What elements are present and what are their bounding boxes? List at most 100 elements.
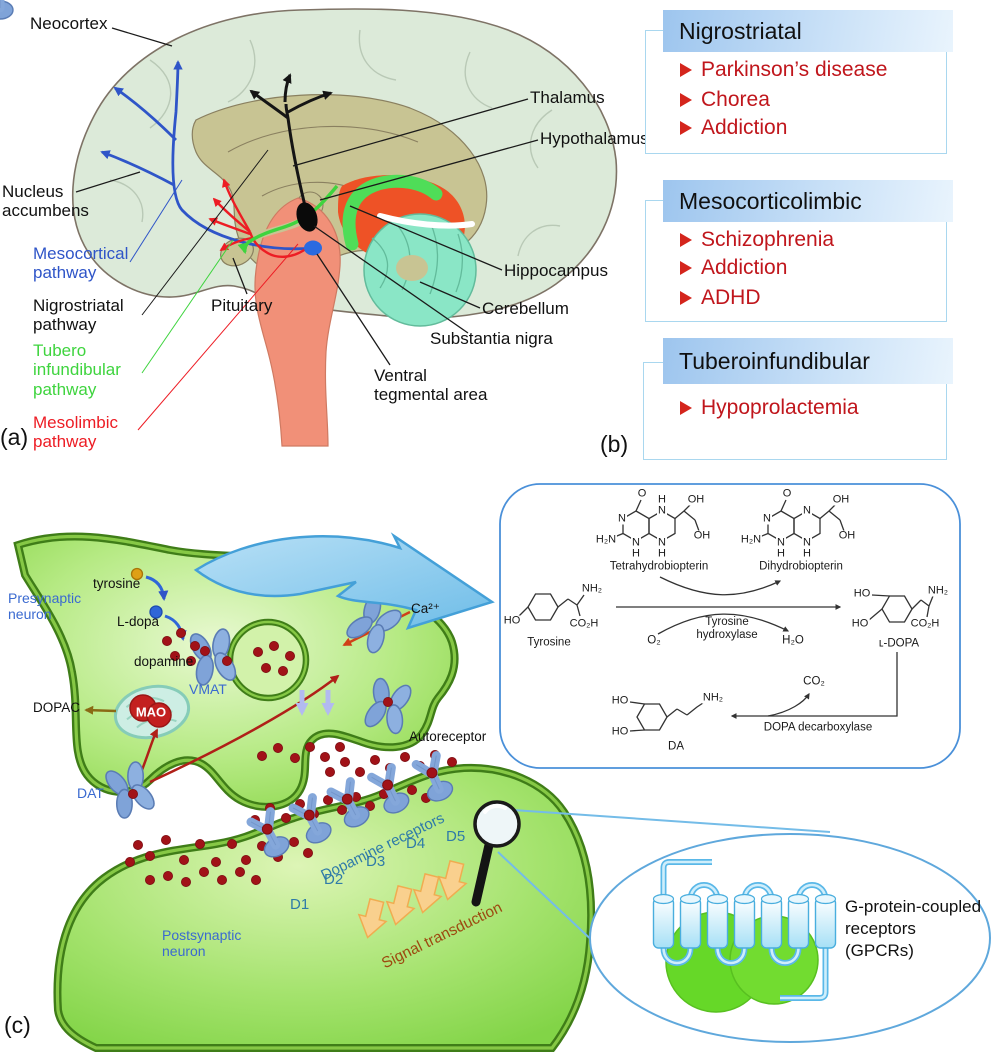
label-nucleus-accumbens: Nucleus accumbens (2, 182, 89, 221)
reaction-arrows (616, 576, 898, 719)
label-autoreceptor: Autoreceptor (409, 729, 487, 744)
label-thalamus: Thalamus (530, 88, 605, 107)
mesocorticolimbic-box-header: Mesocorticolimbic (663, 180, 953, 222)
panel-c-tag: (c) (4, 1012, 31, 1038)
zoom-cone-line (497, 851, 599, 947)
label-hypothalamus: Hypothalamus (540, 129, 649, 148)
label-o2: O₂ (647, 634, 661, 647)
label-mao: MAO (135, 704, 167, 720)
arrow-bullet-icon (680, 291, 692, 305)
label-presynaptic-neuron: Presynaptic neuron (8, 590, 82, 622)
atom-label: OH (831, 493, 851, 506)
atom-label: H (657, 547, 667, 560)
disease-item: Parkinson’s disease (680, 58, 887, 82)
atom-label: N (762, 512, 772, 525)
atom-label: H (657, 493, 667, 506)
arrow-bullet-icon (680, 233, 692, 247)
atom-label: N (657, 536, 667, 549)
label-postsynaptic-neuron: Postsynaptic neuron (162, 927, 242, 959)
arrow-bullet-icon (680, 401, 692, 415)
label-dopamine: dopamine (134, 654, 194, 669)
label-tyrosine-compound: Tyrosine (527, 636, 571, 649)
ldopa-molecule-dot (149, 605, 163, 619)
label-d2: D2 (324, 871, 344, 888)
recycling-arrow (149, 674, 340, 784)
atom-label: HO (502, 614, 522, 627)
atom-label: N (802, 504, 812, 517)
label-ventral-tegmental-area: Ventral tegmental area (374, 366, 488, 405)
label-co2: CO₂ (803, 675, 825, 688)
label-dihydrobiopterin: Dihydrobiopterin (759, 560, 843, 573)
label-mesolimbic-pathway: Mesolimbic pathway (33, 413, 119, 452)
arrow-bullet-icon (680, 261, 692, 275)
label-dopac: DOPAC (33, 700, 81, 715)
atom-label: HO (610, 725, 630, 738)
dopac-arrow (84, 705, 117, 715)
label-mesocortical-pathway: Mesocortical pathway (33, 244, 129, 283)
disease-item: Addiction (680, 256, 787, 280)
ventral-tegmental-area-shape (304, 240, 322, 256)
label-gpcr: G-protein-coupled receptors (GPCRs) (845, 897, 982, 961)
label-pituitary: Pituitary (211, 296, 273, 315)
dopamine-molecule-dots (125, 628, 457, 888)
mesolimbic-pathway-arrows (208, 178, 311, 258)
atom-label: H (631, 547, 641, 560)
nigrostriatal-pathway-arrows (249, 73, 333, 215)
arrow-bullet-icon (680, 121, 692, 135)
atom-label: N (802, 536, 812, 549)
label-nigrostriatal-pathway: Nigrostriatal pathway (33, 296, 124, 335)
tuberoinfundibular-box-header: Tuberoinfundibular (663, 338, 953, 384)
atom-label: N (776, 536, 786, 549)
disease-item: Addiction (680, 116, 787, 140)
label-tetrahydrobiopterin: Tetrahydrobiopterin (609, 560, 709, 573)
nigrostriatal-box-header: Nigrostriatal (663, 10, 953, 52)
atom-label: HO (852, 587, 872, 600)
zoom-cone-line (512, 809, 831, 833)
atom-label: NH₂ (580, 582, 604, 595)
mesocortical-pathway-arrows (100, 60, 314, 251)
label-l-dopa: L-dopa (117, 614, 160, 629)
label-tyrosine-hydroxylase: Tyrosine hydroxylase (696, 615, 758, 641)
atom-label: O (636, 487, 648, 500)
disease-item: ADHD (680, 286, 761, 310)
label-d5: D5 (446, 828, 466, 845)
atom-label: CO₂H (909, 617, 941, 630)
label-substantia-nigra: Substantia nigra (430, 329, 553, 348)
label-d3: D3 (366, 853, 386, 870)
atom-label: NH₂ (926, 584, 950, 597)
substantia-nigra-shape (296, 202, 318, 232)
atom-label: OH (686, 493, 706, 506)
atom-label: N (617, 512, 627, 525)
label-d1: D1 (290, 896, 310, 913)
arrow-bullet-icon (680, 63, 692, 77)
atom-label: OH (692, 529, 712, 542)
atom-label: H₂N (594, 533, 618, 546)
label-calcium: Ca²⁺ (411, 601, 440, 616)
panel-a-tag: (a) (0, 424, 29, 450)
chemical-structures (518, 499, 934, 732)
tyrosine-molecule-dot (130, 567, 144, 581)
label-h2o: H₂O (782, 634, 804, 647)
atom-label: NH₂ (701, 691, 725, 704)
atom-label: O (781, 487, 793, 500)
atom-label: OH (837, 529, 857, 542)
label-hippocampus: Hippocampus (504, 261, 608, 280)
d5-receptor (0, 0, 13, 19)
label-dopa-decarboxylase: DOPA decarboxylase (763, 721, 873, 734)
label-tuberoinfundibular-pathway: Tubero infundibular pathway (33, 341, 121, 399)
label-leader-lines (75, 27, 539, 366)
label-dat: DAT (77, 785, 104, 801)
label-d4: D4 (406, 835, 426, 852)
atom-label: N (657, 504, 667, 517)
label-da-compound: DA (668, 740, 684, 753)
gpcr-illustration (652, 859, 837, 1013)
magnifier-icon (471, 800, 521, 907)
label-ldopa-compound: ʟ-DOPA (878, 637, 920, 650)
atom-label: CO₂H (568, 617, 600, 630)
atom-label: N (631, 536, 641, 549)
transmembrane-helices (652, 893, 837, 949)
label-cerebellum: Cerebellum (482, 299, 569, 318)
atom-label: HO (610, 694, 630, 707)
